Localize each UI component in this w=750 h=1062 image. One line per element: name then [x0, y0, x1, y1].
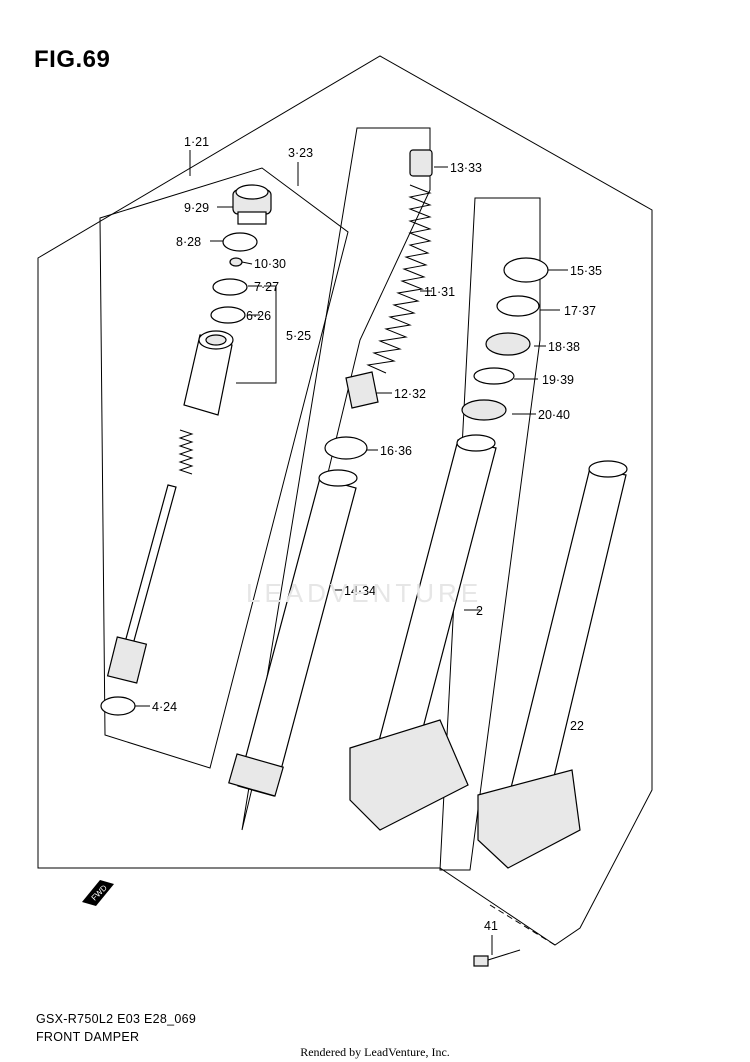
callout-5-25: 5·25 — [286, 329, 311, 343]
ring-7 — [212, 278, 248, 296]
bushing-16 — [324, 436, 368, 460]
o-ring-8 — [222, 232, 258, 252]
callout-10-30: 10·30 — [254, 257, 286, 271]
washer-17 — [496, 295, 540, 317]
cap-bolt — [232, 184, 272, 225]
callout-9-29: 9·29 — [184, 201, 209, 215]
outer-tube-2 — [349, 434, 497, 831]
section-name: FRONT DAMPER — [36, 1030, 140, 1044]
rebound-spring — [178, 429, 194, 475]
clip-19 — [473, 367, 515, 385]
callout-19-39: 19·39 — [542, 373, 574, 387]
callout-11-31: 11·31 — [424, 285, 455, 299]
callout-8-28: 8·28 — [176, 235, 201, 249]
leader-lines — [135, 150, 568, 955]
bushing-15 — [503, 257, 549, 283]
callout-16-36: 16·36 — [380, 444, 412, 458]
assembly-outline — [37, 55, 653, 946]
damper-group-outline — [99, 167, 349, 769]
dust-seal-20 — [461, 399, 507, 421]
fork-spring — [366, 184, 432, 374]
callout-41: 41 — [484, 919, 498, 933]
spacer-12 — [345, 371, 379, 409]
callout-7-27: 7·27 — [254, 280, 279, 294]
ring-4 — [100, 696, 136, 716]
callout-2: 2 — [476, 604, 483, 618]
spring-seat-13 — [409, 149, 433, 177]
callout-3-23: 3·23 — [288, 146, 313, 160]
outer-tube-22 — [477, 460, 628, 869]
figure-title: FIG.69 — [34, 46, 111, 73]
callout-20-40: 20·40 — [538, 408, 570, 422]
ring-6 — [210, 306, 246, 324]
washer-10 — [229, 257, 243, 267]
callout-14-34: 14·34 — [344, 584, 376, 598]
model-code: GSX-R750L2 E03 E28_069 — [36, 1012, 197, 1026]
axle-bolt-41 — [473, 949, 521, 967]
callout-18-38: 18·38 — [548, 340, 580, 354]
inner-tube — [228, 469, 358, 797]
callout-15-35: 15·35 — [570, 264, 602, 278]
damper-cylinder — [183, 330, 234, 416]
fwd-arrow-icon: FWD — [82, 880, 114, 906]
callout-4-24: 4·24 — [152, 700, 177, 714]
callout-6-26: 6·26 — [246, 309, 271, 323]
oil-seal-18 — [485, 332, 531, 356]
callout-12-32: 12·32 — [394, 387, 426, 401]
watermark: LEADVENTURE — [246, 578, 483, 608]
callout-22: 22 — [570, 719, 584, 733]
rendered-by: Rendered by LeadVenture, Inc. — [300, 1045, 450, 1059]
callout-13-33: 13·33 — [450, 161, 482, 175]
damper-rod — [106, 484, 177, 684]
callout-17-37: 17·37 — [564, 304, 596, 318]
callout-1-21: 1·21 — [184, 135, 209, 149]
